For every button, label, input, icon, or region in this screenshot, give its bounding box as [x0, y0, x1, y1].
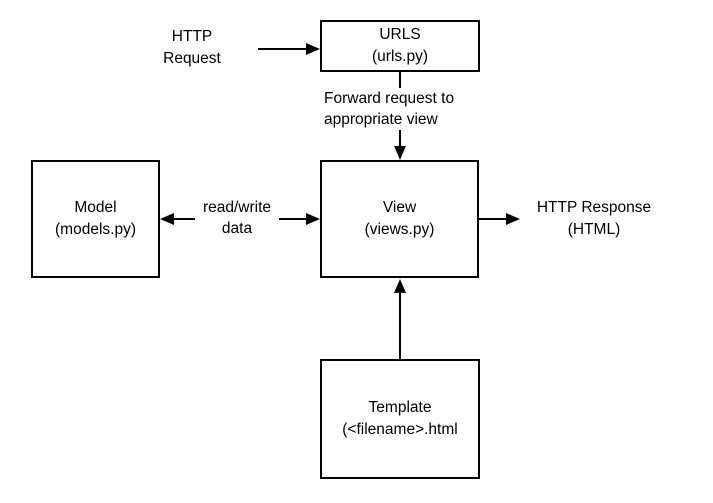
- forward-request-label-line2: appropriate view: [324, 111, 438, 128]
- template-box-title: Template: [368, 399, 432, 416]
- http-request-label: HTTP Request: [147, 26, 237, 70]
- read-write-data-label-line1: read/write: [202, 199, 272, 216]
- arrow-template-to-view: [394, 279, 406, 359]
- view-box-title: View: [382, 199, 417, 216]
- forward-request-label-line1: Forward request to: [324, 90, 455, 107]
- http-response-label-line2: (HTML): [567, 221, 621, 238]
- read-write-data-label-line2: data: [221, 220, 253, 237]
- template-box-subtitle: (<filename>.html: [342, 421, 458, 438]
- http-response-label-line1: HTTP Response: [536, 199, 652, 216]
- arrow-http-request-to-urls: [258, 43, 320, 55]
- http-request-label-line1: HTTP: [171, 28, 213, 45]
- urls-box-title: URLS: [379, 26, 421, 43]
- view-box: View (views.py): [320, 160, 479, 278]
- urls-box: URLS (urls.py): [320, 20, 480, 72]
- http-request-label-line2: Request: [163, 50, 221, 67]
- read-write-data-label: read/write data: [195, 197, 279, 239]
- model-box-title: Model: [74, 199, 117, 216]
- urls-box-subtitle: (urls.py): [372, 48, 428, 65]
- http-response-label: HTTP Response (HTML): [524, 197, 664, 241]
- view-box-subtitle: (views.py): [364, 221, 435, 238]
- forward-request-label: Forward request to appropriate view: [324, 88, 457, 130]
- model-box: Model (models.py): [31, 160, 160, 278]
- model-box-subtitle: (models.py): [55, 221, 136, 238]
- arrow-view-to-http-response: [479, 213, 520, 225]
- template-box: Template (<filename>.html: [320, 359, 480, 479]
